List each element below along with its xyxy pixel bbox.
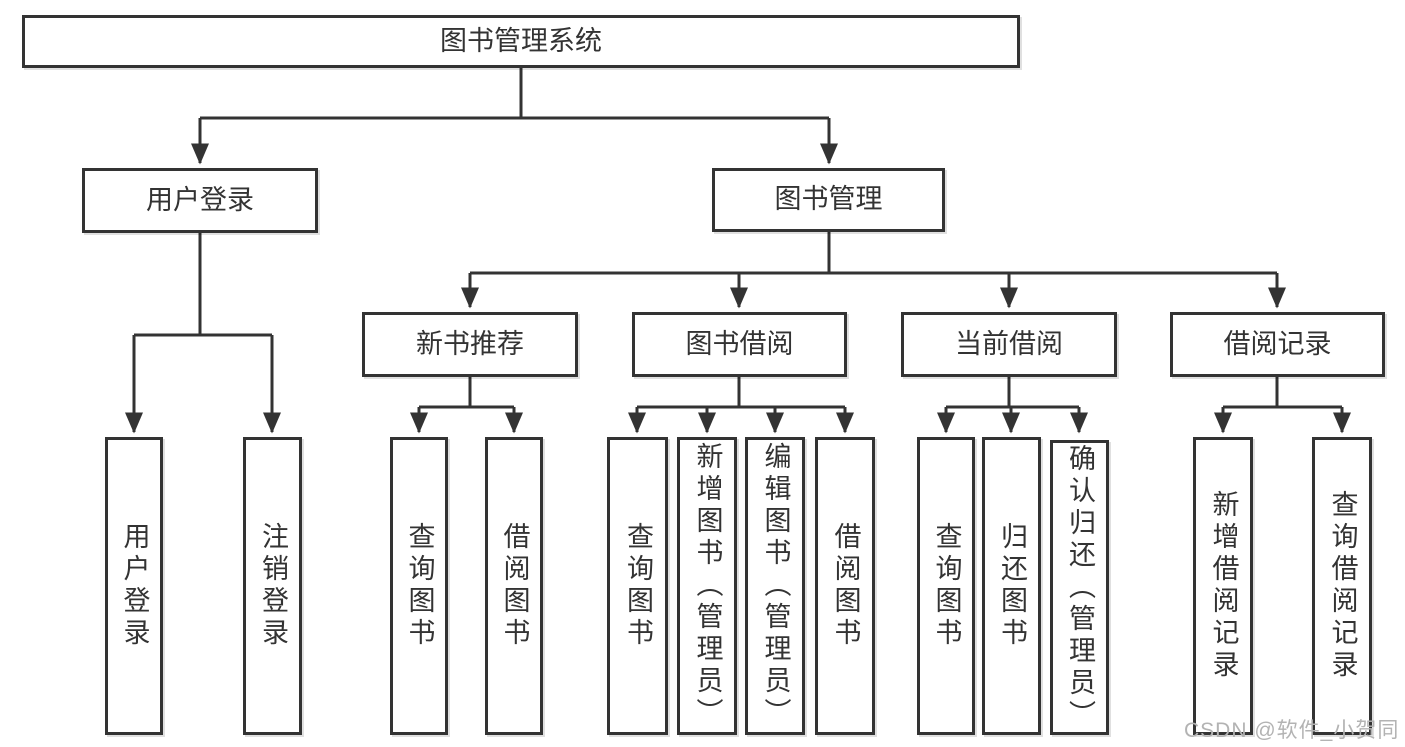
node-nb-query-books-label: 查询图书 (404, 522, 435, 650)
node-cb-confirm-return-admin-label: 确认归还（管理员） (1065, 443, 1096, 732)
node-bb-edit-books-admin-label: 编辑图书（管理员） (760, 442, 791, 730)
tree-trunk-lines (134, 67, 1342, 409)
node-new-book-rec: 新书推荐 (362, 312, 578, 377)
node-cb-return-books-label: 归还图书 (997, 522, 1028, 650)
node-new-book-rec-label: 新书推荐 (416, 328, 524, 359)
node-user-login: 用户登录 (82, 168, 318, 233)
node-root: 图书管理系统 (22, 15, 1020, 68)
node-bb-borrow-books: 借阅图书 (815, 437, 875, 735)
node-book-mgmt-label: 图书管理 (774, 184, 883, 215)
node-bb-query-books: 查询图书 (607, 437, 668, 735)
node-current-borrow-label: 当前借阅 (955, 328, 1063, 359)
node-book-borrow: 图书借阅 (632, 312, 847, 377)
node-borrow-records: 借阅记录 (1170, 312, 1385, 377)
node-ul-user-login-label: 用户登录 (119, 522, 150, 650)
node-bb-edit-books-admin: 编辑图书（管理员） (745, 437, 805, 735)
node-nb-query-books: 查询图书 (390, 437, 448, 735)
node-br-query-record-label: 查询借阅记录 (1327, 490, 1358, 682)
node-book-borrow-label: 图书借阅 (685, 328, 794, 359)
node-bb-query-books-label: 查询图书 (623, 522, 654, 650)
node-bb-add-books-admin: 新增图书（管理员） (677, 437, 737, 735)
node-br-add-record-label: 新增借阅记录 (1208, 490, 1239, 682)
node-root-label: 图书管理系统 (440, 25, 602, 56)
node-cb-confirm-return-admin: 确认归还（管理员） (1050, 440, 1109, 735)
node-ul-logout: 注销登录 (243, 437, 302, 735)
node-bb-add-books-admin-label: 新增图书（管理员） (692, 442, 723, 730)
watermark: CSDN @软件_小贺同学 (1184, 719, 1400, 742)
node-cb-query-books: 查询图书 (917, 437, 975, 735)
node-book-mgmt: 图书管理 (712, 168, 945, 232)
node-br-add-record: 新增借阅记录 (1193, 437, 1253, 735)
node-cb-query-books-label: 查询图书 (931, 522, 962, 650)
node-ul-logout-label: 注销登录 (258, 522, 289, 650)
node-borrow-records-label: 借阅记录 (1223, 328, 1332, 359)
node-ul-user-login: 用户登录 (105, 437, 163, 735)
node-br-query-record: 查询借阅记录 (1312, 437, 1372, 735)
node-nb-borrow-books-label: 借阅图书 (499, 522, 530, 650)
node-cb-return-books: 归还图书 (982, 437, 1041, 735)
node-current-borrow: 当前借阅 (901, 312, 1117, 377)
node-bb-borrow-books-label: 借阅图书 (830, 522, 861, 650)
node-user-login-label: 用户登录 (146, 184, 254, 215)
node-nb-borrow-books: 借阅图书 (485, 437, 543, 735)
